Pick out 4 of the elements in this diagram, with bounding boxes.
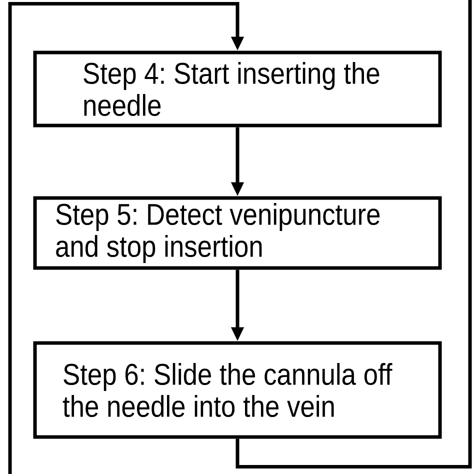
arrow xyxy=(8,2,244,474)
process-box: Step 5: Detect venipuncture and stop insertion xyxy=(33,196,442,270)
process-box: Step 6: Slide the cannula off the needle into the vein xyxy=(33,341,442,439)
process-box: Step 4: Start inserting the needle xyxy=(33,50,442,128)
